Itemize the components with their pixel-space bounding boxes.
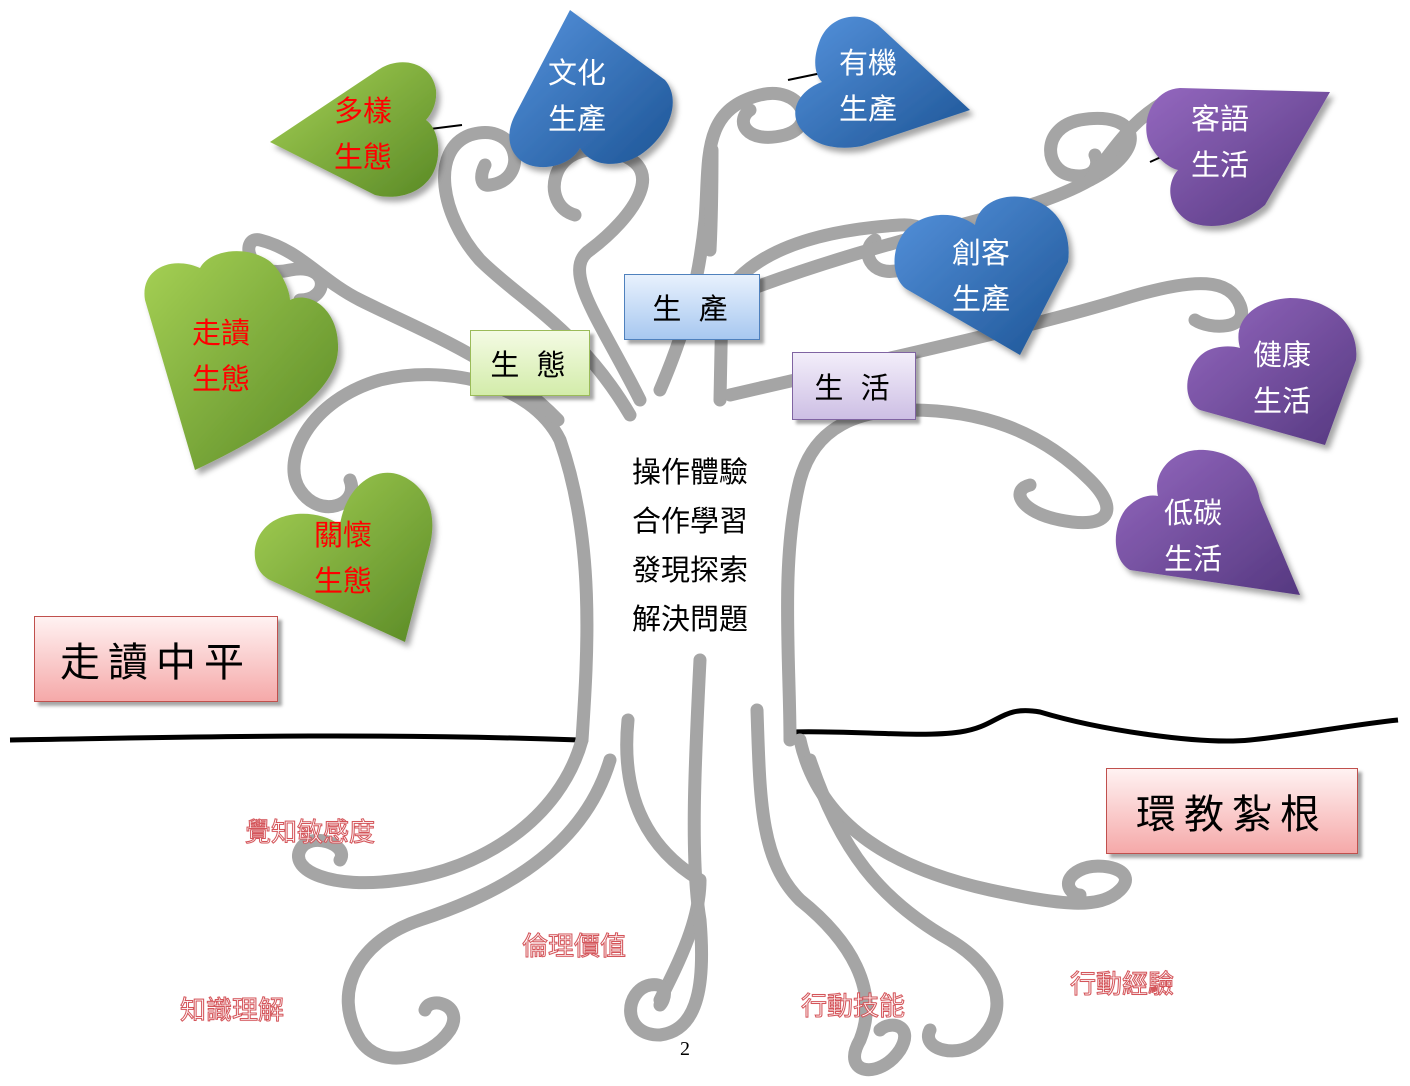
trunk-line: 解決問題 bbox=[631, 602, 748, 636]
leaf-label-organic-production: 有機 生產 bbox=[798, 40, 938, 132]
leaf-line: 生態 bbox=[191, 362, 250, 396]
leaf-label-healthy-living: 健康 生活 bbox=[1212, 332, 1352, 424]
leaf-line: 生活 bbox=[1163, 542, 1222, 576]
leaf-maker-production bbox=[894, 196, 1069, 355]
leaf-line: 客語 bbox=[1190, 102, 1249, 136]
leaf-line: 生活 bbox=[1252, 384, 1311, 418]
leaf-care-ecology bbox=[254, 472, 433, 642]
leaf-line: 健康 bbox=[1252, 338, 1311, 372]
leaf-line: 文化 bbox=[547, 56, 606, 90]
leaf-label-walk-read-ecology: 走讀 生態 bbox=[151, 310, 291, 402]
ground-line-left bbox=[9, 733, 581, 743]
trunk-line: 操作體驗 bbox=[631, 455, 748, 489]
leaf-label-culture-production: 文化 生產 bbox=[507, 50, 647, 142]
leaf-hakka-living bbox=[1146, 88, 1330, 226]
leaf-line: 關懷 bbox=[313, 518, 372, 552]
leaf-line: 生產 bbox=[951, 282, 1010, 316]
leaf-line: 多樣 bbox=[333, 94, 392, 128]
leaf-line: 創客 bbox=[951, 236, 1010, 270]
leaf-culture-production bbox=[509, 10, 673, 168]
trunk-method-list: 操作體驗 合作學習 發現探索 解決問題 bbox=[620, 448, 760, 644]
leaf-label-maker-production: 創客 生產 bbox=[911, 230, 1051, 322]
category-ecology-box: 生 態 bbox=[470, 330, 590, 396]
leaf-label-low-carbon-living: 低碳 生活 bbox=[1123, 490, 1263, 582]
leaf-low-carbon-living bbox=[1115, 449, 1300, 595]
ground-line-right bbox=[789, 708, 1399, 744]
leaf-line: 有機 bbox=[838, 46, 897, 80]
leaf-label-diverse-ecology: 多樣 生態 bbox=[293, 88, 433, 180]
leaf-line: 低碳 bbox=[1163, 496, 1222, 530]
page-number: 2 bbox=[680, 1038, 690, 1060]
leaf-line: 走讀 bbox=[191, 316, 250, 350]
leaf-line: 生活 bbox=[1190, 148, 1249, 182]
root-label-action-skill: 行動技能 bbox=[800, 992, 906, 1023]
leaf-organic-production bbox=[795, 16, 970, 148]
title-left: 走讀中平 bbox=[34, 616, 278, 702]
root-label-action-experience: 行動經驗 bbox=[1069, 970, 1175, 1001]
leaf-label-hakka-living: 客語 生活 bbox=[1150, 96, 1290, 188]
leaf-line: 生態 bbox=[333, 140, 392, 174]
leaf-label-care-ecology: 關懷 生態 bbox=[273, 512, 413, 604]
category-living-box: 生 活 bbox=[792, 352, 916, 420]
root-label-ethics: 倫理價值 bbox=[521, 932, 627, 963]
category-production-box: 生 產 bbox=[624, 274, 760, 340]
leaf-diverse-ecology bbox=[270, 62, 439, 197]
trunk-line: 合作學習 bbox=[631, 504, 748, 538]
root-label-awareness: 覺知敏感度 bbox=[244, 818, 376, 849]
leaf-line: 生產 bbox=[838, 92, 897, 126]
trunk-line: 發現探索 bbox=[631, 553, 748, 587]
leaf-line: 生產 bbox=[547, 102, 606, 136]
leaf-walk-read-ecology bbox=[144, 251, 339, 470]
leaf-healthy-living bbox=[1187, 298, 1357, 445]
title-right: 環教紮根 bbox=[1106, 768, 1358, 854]
leaf-line: 生態 bbox=[313, 564, 372, 598]
root-label-knowledge: 知識理解 bbox=[179, 996, 285, 1027]
